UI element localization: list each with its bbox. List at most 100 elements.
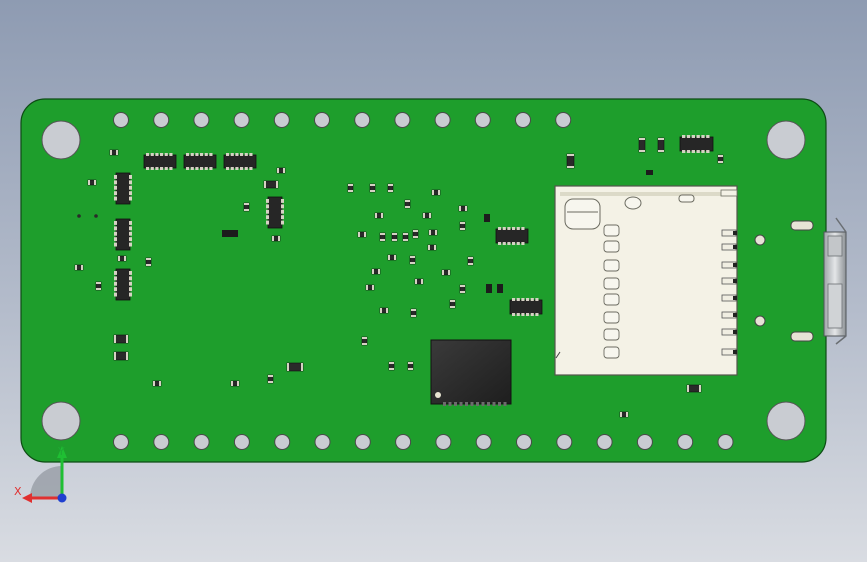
smd-passive (458, 205, 468, 212)
smd-diode (486, 284, 492, 293)
smd-passive (365, 284, 375, 291)
sd-contact-pad (603, 259, 620, 272)
smd-passive (409, 255, 416, 265)
mounting-hole (41, 120, 81, 160)
header-hole (515, 112, 531, 128)
soic-package (266, 196, 284, 229)
smd-passive (145, 257, 152, 267)
smd-passive (566, 153, 575, 169)
smd-passive (717, 154, 724, 164)
soic-package (223, 153, 257, 170)
smd-passive (387, 183, 394, 193)
smd-passive (87, 179, 97, 186)
smd-passive (459, 221, 466, 231)
smd-passive (74, 264, 84, 271)
micro-sd-card-socket[interactable] (554, 185, 738, 376)
soic-package (143, 153, 177, 170)
smd-passive (422, 212, 432, 219)
header-hole (596, 434, 613, 450)
smd-passive (441, 269, 451, 276)
smd-passive (459, 284, 466, 294)
header-hole (193, 434, 210, 450)
header-hole (677, 434, 694, 450)
header-hole (153, 434, 170, 450)
header-hole (314, 434, 331, 450)
smd-passive (276, 167, 286, 174)
header-hole (113, 434, 129, 450)
header-hole (354, 112, 371, 128)
sd-contact-pad (603, 311, 620, 324)
smd-passive-components (74, 137, 724, 418)
mounting-hole (766, 401, 806, 441)
smd-passive (388, 361, 395, 371)
smd-passive (230, 380, 240, 387)
smd-passive (113, 351, 129, 361)
smd-passive (113, 334, 129, 344)
header-hole (516, 434, 532, 450)
smd-passive (467, 256, 474, 266)
smd-passive (427, 244, 437, 251)
smd-passive (619, 411, 629, 418)
smd-diode (484, 214, 490, 222)
soic-package (114, 172, 132, 205)
header-hole (274, 434, 291, 450)
sd-contact-pad (603, 224, 620, 237)
header-hole (394, 112, 411, 128)
smd-passive (95, 281, 102, 291)
smd-passive (379, 232, 386, 242)
header-hole (113, 112, 129, 128)
smd-passive (407, 361, 414, 371)
smd-passive (286, 362, 304, 372)
sd-contact-pad (603, 328, 620, 341)
smd-passive (431, 189, 441, 196)
header-hole (153, 112, 170, 128)
header-holes-top-row (113, 112, 572, 128)
header-hole (434, 112, 451, 128)
smd-passive (369, 183, 376, 193)
smd-passive (686, 384, 702, 393)
header-hole (717, 434, 734, 450)
sd-contact-pad (603, 346, 620, 359)
header-hole (556, 434, 573, 450)
smd-diode (222, 230, 238, 237)
sd-contact-pad (603, 293, 620, 306)
smd-diode (497, 284, 503, 293)
smd-passive (374, 212, 384, 219)
qfn-package[interactable] (430, 339, 512, 406)
smd-passive (410, 308, 417, 318)
header-hole (474, 112, 491, 128)
smd-passive (638, 137, 646, 153)
soic-package (183, 153, 217, 170)
header-hole (395, 434, 412, 450)
header-hole (193, 112, 210, 128)
smd-passive (428, 229, 438, 236)
smd-passive (402, 232, 409, 242)
smd-passive (387, 254, 397, 261)
header-hole (435, 434, 452, 450)
header-hole (475, 434, 492, 450)
y-axis-label: Y (57, 445, 65, 458)
smd-passive (391, 232, 398, 242)
smd-passive (371, 268, 381, 275)
smd-diode (646, 170, 653, 175)
axis-triad: X Y (14, 445, 67, 503)
header-hole (555, 112, 572, 128)
mounting-hole (41, 401, 81, 441)
smd-passive (404, 199, 411, 209)
mounting-hole (766, 120, 806, 160)
smd-passive (347, 183, 354, 193)
smd-passive (117, 255, 127, 262)
sd-contact-pad (603, 277, 620, 290)
sd-contact-pad (603, 240, 620, 253)
soic-package (495, 227, 529, 245)
micro-usb-connector[interactable] (754, 217, 847, 345)
header-hole (273, 112, 290, 128)
smd-passive (414, 278, 424, 285)
header-hole (233, 112, 250, 128)
soic-package (114, 268, 132, 301)
smd-passive (357, 231, 367, 238)
smd-passive (243, 202, 250, 212)
soic-package (679, 135, 714, 153)
